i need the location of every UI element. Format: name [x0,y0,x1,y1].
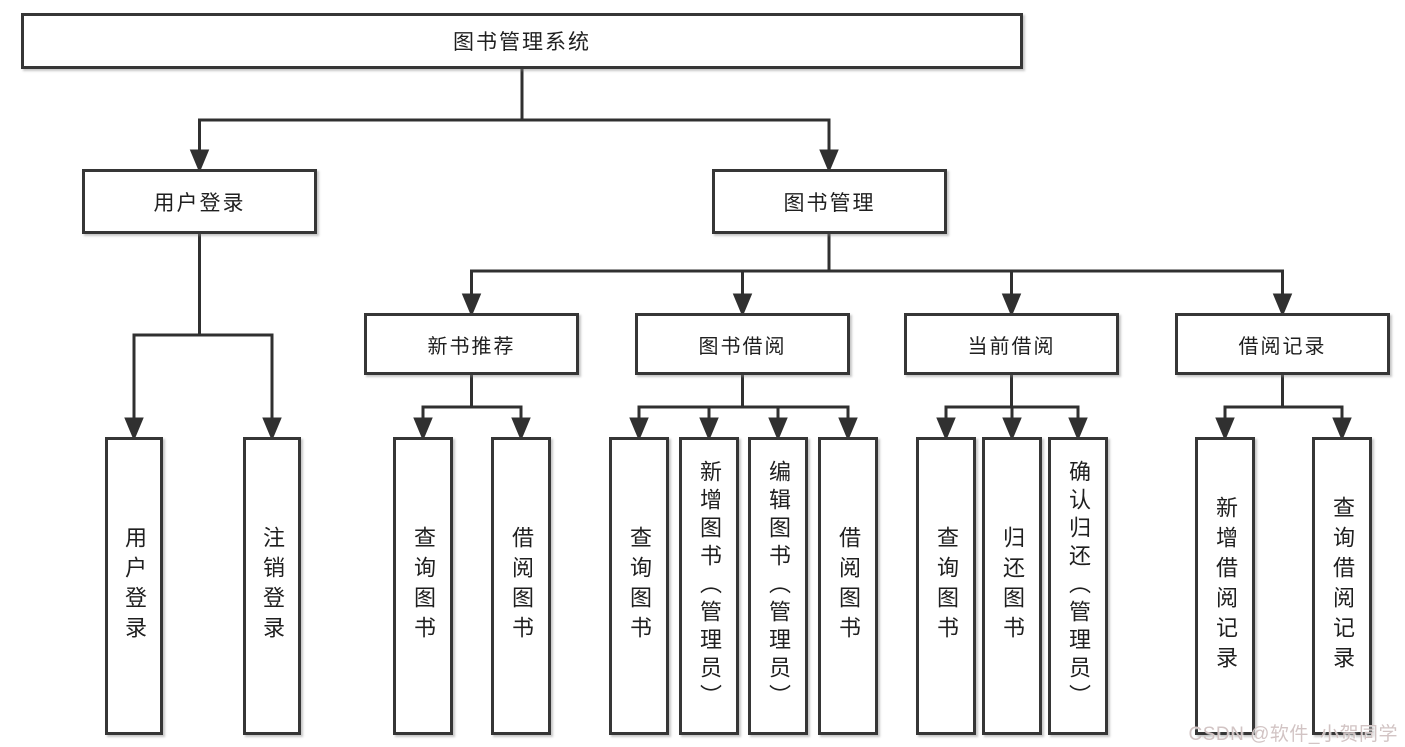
leaf-borrow-add-books-admin: 新增图书（管理员） [679,437,739,735]
leaf-current-return-books: 归还图书 [982,437,1042,735]
connector-root-to-level2 [189,66,839,173]
node-library-system-root: 图书管理系统 [21,13,1023,69]
arrowhead [838,417,858,441]
connector-borrowing-records-to-leaves [1215,372,1352,441]
arrowhead [511,417,531,441]
arrowhead [699,417,719,441]
connector-current-borrowing-to-leaves [936,372,1088,441]
leaf-logout: 注销登录 [243,437,301,735]
node-user-login: 用户登录 [82,169,317,234]
arrowhead [936,417,956,441]
arrowhead [1068,417,1088,441]
arrowhead [1002,417,1022,441]
leaf-borrow-borrow-books: 借阅图书 [818,437,878,735]
arrowhead [262,417,282,441]
node-book-management: 图书管理 [712,169,947,234]
arrowhead [629,417,649,441]
arrowhead [1332,417,1352,441]
arrowhead [124,417,144,441]
arrowhead [461,293,482,317]
leaf-user-login: 用户登录 [105,437,163,735]
leaf-newbooks-borrow-books: 借阅图书 [491,437,551,735]
arrowhead [1272,293,1293,317]
arrowhead [732,293,753,317]
leaf-newbooks-query-books: 查询图书 [393,437,453,735]
arrowhead [189,149,210,173]
leaf-borrow-query-books: 查询图书 [609,437,669,735]
arrowhead [1001,293,1022,317]
connector-book-borrowing-to-leaves [629,372,858,441]
leaf-records-query-record: 查询借阅记录 [1312,437,1372,735]
leaf-records-add-record: 新增借阅记录 [1195,437,1255,735]
connector-book-management-to-level3 [461,231,1293,317]
node-new-book-recommend: 新书推荐 [364,313,579,375]
watermark: CSDN @软件_小贺同学 [1188,724,1398,745]
connector-user-login-to-leaves [124,230,282,441]
leaf-current-confirm-return-admin: 确认归还（管理员） [1048,437,1108,735]
arrowhead [1215,417,1235,441]
leaf-current-query-books: 查询图书 [916,437,976,735]
arrowhead [768,417,788,441]
connector-new-book-recommend-to-leaves [413,372,531,441]
leaf-borrow-edit-books-admin: 编辑图书（管理员） [748,437,808,735]
arrowhead [819,149,839,173]
node-current-borrowing: 当前借阅 [904,313,1119,375]
node-borrowing-records: 借阅记录 [1175,313,1390,375]
node-book-borrowing: 图书借阅 [635,313,850,375]
arrowhead [413,417,433,441]
